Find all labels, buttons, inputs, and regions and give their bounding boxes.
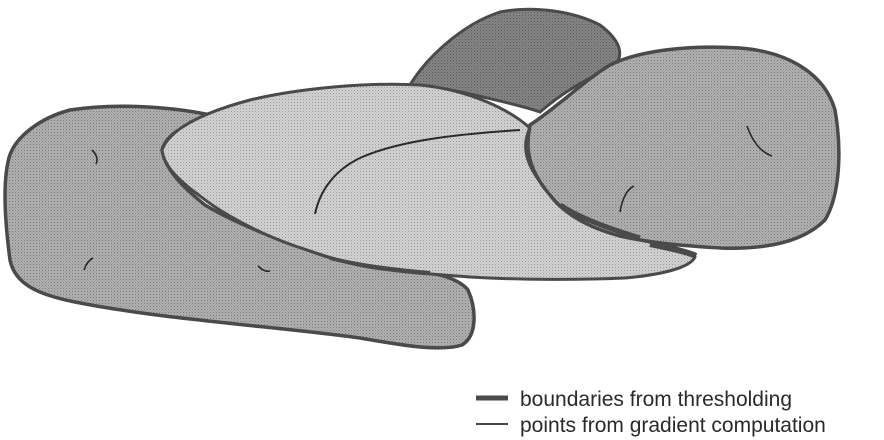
legend-label-gradient: points from gradient computation: [520, 414, 826, 437]
legend: boundaries from thresholding points from…: [476, 388, 826, 437]
legend-label-thresholding: boundaries from thresholding: [520, 388, 792, 411]
